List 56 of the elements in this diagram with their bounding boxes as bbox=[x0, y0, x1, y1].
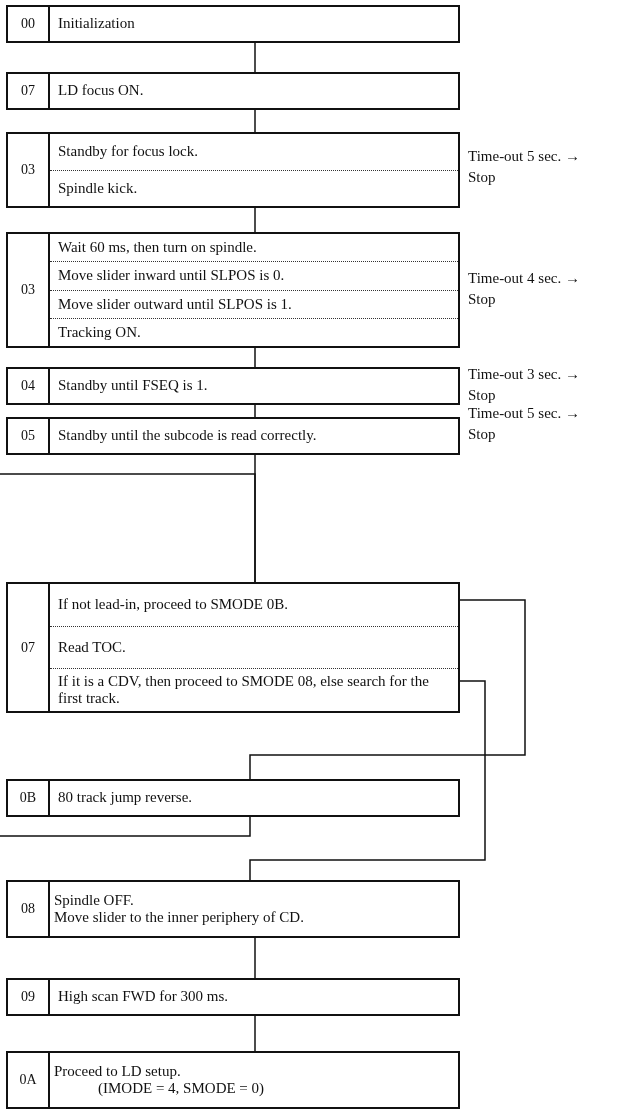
step-number: 03 bbox=[21, 282, 35, 298]
step-box bbox=[6, 5, 460, 43]
step-number: 00 bbox=[21, 16, 35, 32]
connector-line bbox=[0, 816, 251, 837]
step-text: Read TOC. bbox=[58, 638, 126, 657]
timeout-note: Time-out 5 sec. → Stop bbox=[468, 404, 581, 444]
step-text: High scan FWD for 300 ms. bbox=[58, 988, 228, 1006]
step-box bbox=[6, 232, 460, 348]
step-number: 04 bbox=[21, 378, 35, 394]
step-text: LD focus ON. bbox=[58, 82, 144, 100]
step-text: Tracking ON. bbox=[58, 323, 141, 341]
step-text: Initialization bbox=[58, 15, 135, 33]
connector-line bbox=[254, 42, 256, 73]
step-number: 03 bbox=[21, 162, 35, 178]
step-text: (IMODE = 4, SMODE = 0) bbox=[97, 1080, 265, 1096]
step-text: Standby until FSEQ is 1. bbox=[58, 377, 208, 395]
step-number: 07 bbox=[21, 83, 35, 99]
step-box bbox=[6, 978, 460, 1016]
step-box bbox=[6, 417, 460, 455]
connector-line bbox=[249, 599, 526, 780]
step-number: 0A bbox=[19, 1072, 37, 1088]
step-text: Spindle kick. bbox=[58, 179, 138, 197]
step-text: If it is a CDV, then proceed to SMODE 08, else search for the first track. bbox=[58, 672, 430, 708]
step-text: Proceed to LD setup. bbox=[54, 1062, 181, 1079]
connector-line bbox=[249, 680, 486, 881]
connector-line bbox=[254, 347, 256, 368]
timeout-note: Time-out 3 sec. → Stop bbox=[468, 365, 581, 405]
step-box bbox=[6, 880, 460, 938]
step-text: Spindle OFF. bbox=[54, 891, 134, 908]
step-number: 0B bbox=[19, 790, 37, 806]
step-text: Move slider inward until SLPOS is 0. bbox=[58, 267, 285, 285]
step-box bbox=[6, 367, 460, 405]
connector-line bbox=[0, 473, 256, 583]
connector-line bbox=[254, 207, 256, 233]
step-text: Move slider to the inner periphery of CD. bbox=[54, 909, 304, 925]
step-text: Standby for focus lock. bbox=[58, 143, 198, 161]
connector-line bbox=[254, 109, 256, 133]
step-box bbox=[6, 132, 460, 208]
step-box bbox=[6, 72, 460, 110]
step-text: If not lead-in, proceed to SMODE 0B. bbox=[58, 596, 288, 614]
step-number: 08 bbox=[21, 901, 35, 917]
timeout-note: Time-out 4 sec. → Stop bbox=[468, 269, 581, 309]
step-text: Wait 60 ms, then turn on spindle. bbox=[58, 239, 257, 257]
step-number: 05 bbox=[21, 428, 35, 444]
step-number: 07 bbox=[21, 639, 35, 656]
step-box bbox=[6, 779, 460, 817]
timeout-note: Time-out 5 sec. → Stop bbox=[468, 147, 581, 187]
step-text: 80 track jump reverse. bbox=[58, 789, 193, 807]
step-box bbox=[6, 1051, 460, 1109]
step-box bbox=[6, 582, 460, 713]
connector-line bbox=[254, 404, 256, 418]
step-text: Standby until the subcode is read correctly. bbox=[58, 427, 317, 445]
step-text: Move slider outward until SLPOS is 1. bbox=[58, 295, 292, 313]
connector-line bbox=[254, 1015, 256, 1052]
step-number: 09 bbox=[21, 989, 35, 1005]
connector-line bbox=[254, 937, 256, 979]
